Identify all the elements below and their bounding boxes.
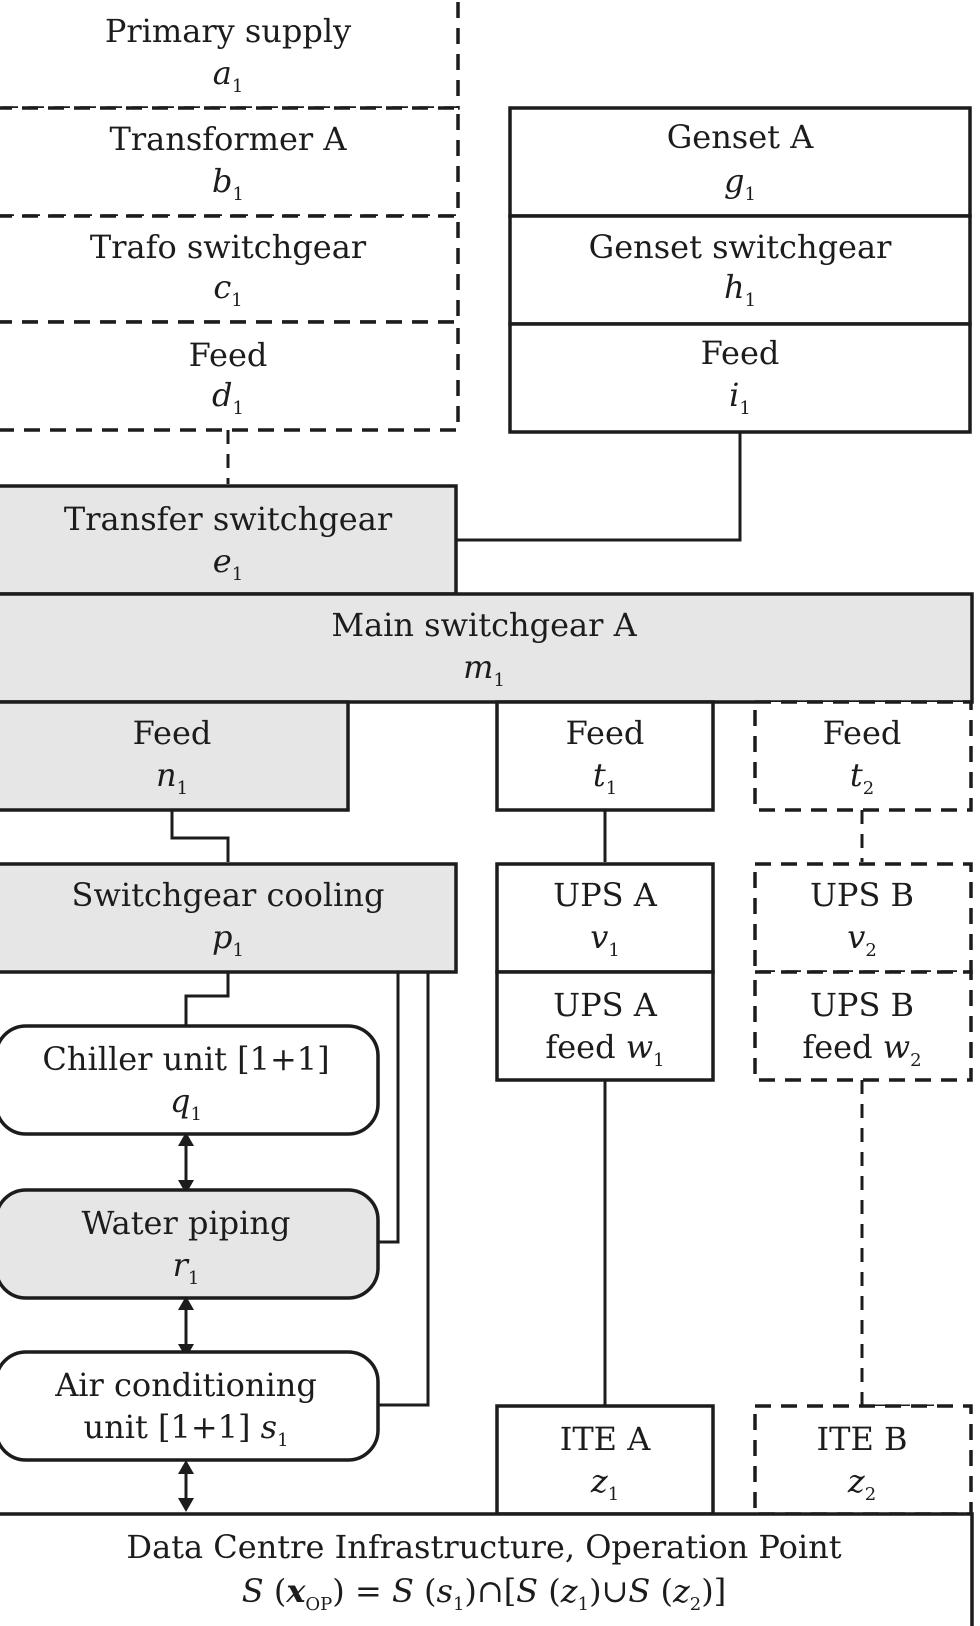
svg-text:i1: i1: [729, 376, 751, 419]
svg-text:d1: d1: [212, 376, 244, 419]
svg-text:g1: g1: [724, 162, 756, 205]
svg-text:Chiller unit [1+1]: Chiller unit [1+1]: [42, 1040, 329, 1078]
double-arrow-chiller-water: [178, 1132, 194, 1194]
block-ups-b: UPS B v2: [753, 862, 973, 974]
double-arrow-aircon-bottom: [178, 1460, 194, 1512]
svg-text:ITE A: ITE A: [560, 1420, 652, 1458]
connector-cooling-to-water-piping: [378, 972, 400, 1244]
svg-text:Genset switchgear: Genset switchgear: [589, 228, 892, 266]
svg-text:Feed: Feed: [566, 714, 645, 752]
block-main-switchgear-a: Main switchgear A m1: [0, 592, 974, 704]
svg-text:feed w2: feed w2: [802, 1028, 921, 1071]
block-air-conditioning: Air conditioning unit [1+1] s1: [0, 1350, 380, 1462]
block-genset-a: Genset A g1: [508, 106, 972, 218]
svg-text:Air conditioning: Air conditioning: [54, 1366, 317, 1404]
connector-feed-n-to-cooling: [170, 810, 230, 862]
svg-text:t1: t1: [593, 756, 617, 799]
svg-text:z1: z1: [590, 1462, 619, 1505]
block-primary-supply: Primary supply a1: [0, 0, 460, 110]
block-transfer-switchgear: Transfer switchgear e1: [0, 484, 458, 596]
svg-text:Transformer A: Transformer A: [109, 120, 347, 158]
svg-text:Water piping: Water piping: [82, 1204, 291, 1242]
svg-text:c1: c1: [213, 268, 242, 311]
block-operation-point: Data Centre Infrastructure, Operation Po…: [0, 1512, 974, 1626]
svg-text:b1: b1: [212, 162, 244, 205]
block-ite-b: ITE B z2: [753, 1404, 973, 1516]
block-transformer-a: Transformer A b1: [0, 106, 460, 218]
svg-text:unit [1+1] s1: unit [1+1] s1: [83, 1408, 288, 1451]
operation-point-title: Data Centre Infrastructure, Operation Po…: [126, 1528, 841, 1566]
svg-text:q1: q1: [170, 1082, 202, 1125]
block-ups-b-feed: UPS B feed w2: [753, 970, 973, 1082]
svg-text:Trafo switchgear: Trafo switchgear: [90, 228, 367, 266]
block-chiller-unit: Chiller unit [1+1] q1: [0, 1024, 380, 1136]
block-feed-t1: Feed t1: [495, 700, 715, 812]
connector-cooling-to-air-conditioning: [378, 972, 430, 1407]
block-feed-d: Feed d1: [0, 320, 460, 432]
svg-text:v1: v1: [590, 918, 620, 961]
svg-text:h1: h1: [724, 268, 756, 311]
block-feed-n: Feed n1: [0, 700, 350, 812]
block-feed-t2: Feed t2: [753, 700, 973, 812]
connector-cooling-to-chiller: [184, 972, 230, 1026]
connector-ups-b-feed-to-ite-b: [860, 1080, 940, 1408]
svg-text:UPS B: UPS B: [810, 986, 914, 1024]
svg-text:v2: v2: [847, 918, 877, 961]
svg-text:Switchgear cooling: Switchgear cooling: [72, 876, 385, 914]
svg-text:Feed: Feed: [189, 336, 268, 374]
svg-text:UPS A: UPS A: [553, 876, 658, 914]
block-feed-i: Feed i1: [508, 322, 972, 434]
svg-text:t2: t2: [850, 756, 874, 799]
svg-text:UPS B: UPS B: [810, 876, 914, 914]
double-arrow-water-aircon: [178, 1296, 194, 1358]
svg-text:e1: e1: [213, 542, 243, 585]
svg-text:Transfer switchgear: Transfer switchgear: [64, 500, 393, 538]
block-genset-switchgear: Genset switchgear h1: [508, 214, 972, 326]
block-ups-a-feed: UPS A feed w1: [495, 970, 715, 1082]
svg-text:Genset A: Genset A: [667, 118, 815, 156]
svg-text:r1: r1: [173, 1246, 200, 1289]
double-arrows: [178, 1132, 194, 1512]
block-ups-a: UPS A v1: [495, 862, 715, 974]
svg-text:z2: z2: [847, 1462, 876, 1505]
svg-text:feed w1: feed w1: [545, 1028, 664, 1071]
svg-text:ITE B: ITE B: [816, 1420, 907, 1458]
svg-text:Feed: Feed: [823, 714, 902, 752]
block-trafo-switchgear: Trafo switchgear c1: [0, 214, 460, 324]
block-water-piping: Water piping r1: [0, 1188, 380, 1300]
svg-text:Feed: Feed: [133, 714, 212, 752]
svg-text:p1: p1: [212, 918, 244, 961]
svg-text:Feed: Feed: [701, 334, 780, 372]
svg-text:n1: n1: [156, 756, 188, 799]
svg-text:UPS A: UPS A: [553, 986, 658, 1024]
operation-point-formula: S (xOP) = S (s1)∩[S (z1)∪S (z2)]: [242, 1572, 726, 1615]
label: Primary supply: [105, 12, 351, 50]
svg-text:m1: m1: [463, 648, 505, 691]
svg-text:Main switchgear A: Main switchgear A: [331, 606, 637, 644]
block-ite-a: ITE A z1: [495, 1404, 715, 1516]
block-switchgear-cooling: Switchgear cooling p1: [0, 862, 458, 974]
connector-feed-i-to-transfer: [456, 432, 742, 542]
svg-text:a1: a1: [213, 54, 244, 97]
